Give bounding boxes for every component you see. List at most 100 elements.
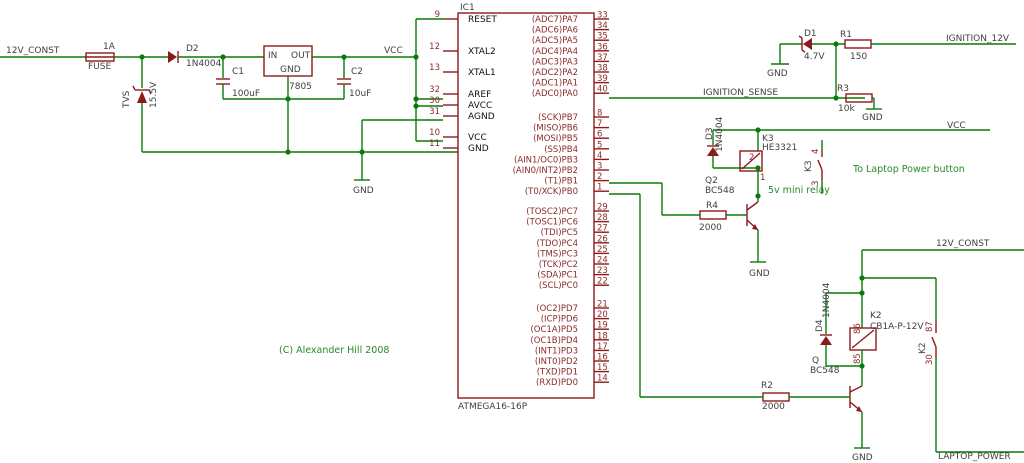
- ic-right-pin-number: 19: [597, 321, 608, 331]
- tvs-ref: TVS: [122, 90, 132, 109]
- ic-right-pin-number: 35: [597, 32, 608, 42]
- k2-contact-ref: K2: [918, 342, 928, 354]
- ic-right-pin-number: 20: [597, 310, 608, 320]
- gnd-label-q2: GND: [749, 269, 770, 279]
- ic-right-pin-name: (T1)PB1: [544, 177, 578, 187]
- ignition-section: IGNITION_SENSE D1 4.7V GND R1 150 IGNITI…: [609, 29, 1016, 123]
- relay-k3-coil: K3 HE3321 2 1: [739, 130, 797, 196]
- net-label-laptop-power: LAPTOP_POWER: [938, 452, 1011, 462]
- net-label-vcc: VCC: [384, 46, 403, 56]
- ic-right-pin-number: 7: [597, 119, 602, 129]
- ic-right-pin-name: (SCK)PB7: [538, 113, 578, 123]
- q1-value: BC548: [810, 366, 840, 376]
- ic-left-pin-name: GND: [468, 144, 489, 154]
- k3-pin-4: 4: [811, 149, 821, 154]
- ic-right-pin-number: 23: [597, 266, 608, 276]
- k3-value: HE3321: [762, 143, 797, 153]
- ic-left-pin-name: AGND: [468, 112, 495, 122]
- ic-right-pin-name: (INT0)PD2: [535, 357, 578, 367]
- ic-right-pin-name: (AIN1/OC0)PB3: [514, 155, 578, 165]
- ic-right-pin-name: (ICP)PD6: [541, 315, 578, 325]
- net-label-vcc-k3: VCC: [947, 121, 966, 131]
- d2-value: 1N4004: [186, 59, 222, 69]
- k3-ref: K3: [762, 134, 774, 144]
- capacitor-c2: C2 10uF: [337, 57, 371, 99]
- relay-k2-coil: K2 CB1A-P-12V 86 85: [849, 311, 924, 386]
- ic-right-pin-number: 26: [597, 234, 608, 244]
- r1-value: 150: [850, 52, 867, 62]
- fuse-value: 1A: [103, 42, 116, 52]
- ic-right-pin-number: 3: [597, 162, 602, 172]
- ic-right-pin-number: 5: [597, 140, 602, 150]
- ic-right-pin-name: (MOSI)PB5: [533, 134, 578, 144]
- tvs-diode: TVS 15.5V: [122, 57, 159, 152]
- ic-right-pin-number: 36: [597, 42, 608, 52]
- tvs-value: 15.5V: [149, 81, 159, 108]
- d1-ref: D1: [804, 29, 817, 39]
- k3-contact-ref: K3: [804, 160, 814, 172]
- ic-right-pin-number: 14: [597, 374, 608, 384]
- k3-pin-1: 1: [760, 173, 765, 183]
- ic-left-pin-name: VCC: [468, 133, 487, 143]
- r4-value: 2000: [699, 223, 722, 233]
- ic-right-pin-name: (INT1)PD3: [535, 346, 578, 356]
- reg-out-label: OUT: [291, 51, 311, 61]
- ic-right-pin-number: 1: [597, 183, 602, 193]
- ic-right-pin-number: 8: [597, 109, 602, 119]
- input-power-section: 12V_CONST 1A FUSE D2 1N4004 TVS 15.5V: [0, 18, 458, 196]
- c1-ref: C1: [232, 67, 244, 77]
- d3-value: 1N4004: [715, 116, 725, 152]
- ic-right-pin-name: (ADC5)PA5: [532, 36, 578, 46]
- ic-right-pin-name: (RXD)PD0: [536, 378, 578, 388]
- net-label-ignition-sense: IGNITION_SENSE: [703, 88, 778, 98]
- ic-left-pin-name: RESET: [468, 15, 497, 25]
- resistor-r3: R3 10k GND: [837, 84, 883, 123]
- note-laptop-button: To Laptop Power button: [852, 164, 965, 175]
- ic-right-pin-number: 15: [597, 363, 608, 373]
- ic-left-pin-name: XTAL1: [468, 68, 496, 78]
- ic-right-pin-name: (AIN0/INT2)PB2: [513, 166, 578, 176]
- ic-right-pin-name: (ADC6)PA6: [532, 26, 578, 36]
- ic-right-pin-name: (ADC3)PA3: [532, 57, 578, 67]
- ic-left-pin-number: 32: [429, 85, 440, 95]
- d3-ref: D3: [705, 127, 715, 140]
- capacitor-c1: C1 100uF: [216, 57, 260, 99]
- ic-right-pin-name: (SS)PB4: [544, 145, 578, 155]
- r2-value: 2000: [762, 402, 785, 412]
- ic-right-pin-name: (T0/XCK)PB0: [525, 187, 578, 197]
- r4-ref: R4: [706, 201, 718, 211]
- net-label-12v-const: 12V_CONST: [6, 46, 60, 56]
- ic-right-pin-number: 21: [597, 300, 608, 310]
- ic-right-pin-name: (OC2)PD7: [536, 304, 578, 314]
- relay-k2-contact: K2 87 30: [918, 278, 937, 452]
- ic-right-pin-name: (TMS)PC3: [537, 249, 578, 259]
- ic-left-pin-number: 30: [429, 96, 440, 106]
- ic-right-pin-number: 33: [597, 11, 608, 21]
- r2-ref: R2: [761, 381, 773, 391]
- ic-left-pins: RESET9XTAL212XTAL113AREF32AVCC30AGND31VC…: [429, 10, 497, 154]
- gnd-label-q1: GND: [852, 453, 873, 463]
- zener-d1: D1 4.7V GND: [767, 29, 845, 79]
- ic-right-pin-name: (SDA)PC1: [537, 271, 578, 281]
- k3-pin-3: 3: [811, 181, 821, 186]
- ic-right-pin-number: 28: [597, 213, 608, 223]
- ic-right-pin-number: 6: [597, 130, 602, 140]
- ic-right-pin-number: 22: [597, 277, 608, 287]
- ic-right-pin-number: 25: [597, 245, 608, 255]
- net-label-ignition-12v: IGNITION_12V: [946, 34, 1010, 44]
- ic-right-pin-name: (ADC7)PA7: [532, 15, 578, 25]
- ic-right-pin-number: 37: [597, 53, 608, 63]
- ic-right-pin-number: 16: [597, 353, 608, 363]
- fuse: 1A FUSE: [85, 42, 116, 72]
- r3-ref: R3: [837, 84, 849, 94]
- q2-ref: Q2: [705, 176, 718, 186]
- k2-pin-85: 85: [853, 353, 863, 364]
- reg-value: 7805: [289, 82, 312, 92]
- resistor-r2: R2 2000: [761, 381, 790, 412]
- d1-value: 4.7V: [804, 52, 825, 62]
- ic-left-pin-number: 11: [429, 139, 440, 149]
- r3-value: 10k: [838, 104, 855, 114]
- transistor-q2: GND Q2 BC548: [705, 176, 770, 279]
- ic-right-pin-name: (TXD)PD1: [537, 368, 578, 378]
